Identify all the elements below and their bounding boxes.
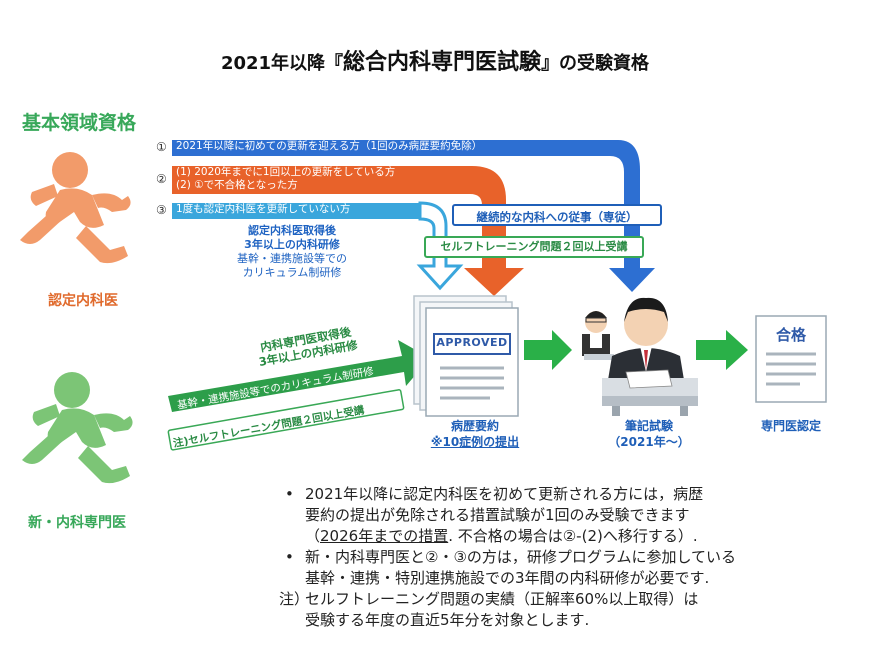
route2-bar: (1) 2020年までに1回以上の更新をしている方 (2) ①で不合格となった方 [172,166,472,194]
route3-number: ③ [156,203,167,217]
result-caption: 専門医認定 [760,419,821,433]
note-remark: 注） セルフトレーニング問題の実績（正解率60%以上取得）は 受験する年度の直近… [279,590,699,629]
route1-bar: 2021年以降に初めての更新を迎える方（1回のみ病歴要約免除） [172,140,618,156]
explanation-notes: • 2021年以降に認定内科医を初めて更新される方には，病歴 要約の提出が免除さ… [279,484,855,631]
arrow-to-result [696,330,748,370]
green-note-box [167,389,405,451]
route2-arrow [464,166,524,296]
exam-caption: 筆記試験 （2021年～） [608,419,690,449]
route3-bar: 1度も認定内科医を更新していない方 [172,203,420,219]
note-bullet-2: • 新・内科専門医と②・③の方は，研修プログラムに参加している 基幹・連携・特別… [285,548,736,587]
continuous-practice-box: 継続的な内科への従事（専従） [452,204,662,226]
page-title: 2021年以降『総合内科専門医試験』の受験資格 [220,50,650,75]
qualification-label: 基本領域資格 [22,112,137,134]
document-caption: 病歴要約 ※10症例の提出 [430,419,520,449]
document-stack-icon [413,295,519,417]
certificate-icon [755,315,827,403]
orange-runner-icon [20,152,131,264]
arrow-to-exam [524,330,572,370]
route1-number: ① [156,140,167,154]
approved-stamp: APPROVED [436,336,508,349]
green-route-arrow [168,340,430,412]
pass-stamp: 合格 [775,326,806,344]
route3-requirements: 認定内科医取得後 3年以上の内科研修 基幹・連携施設等での カリキュラム制研修 [237,224,347,279]
exam-taker-icon [582,297,698,416]
note-bullet-1: • 2021年以降に認定内科医を初めて更新される方には，病歴 要約の提出が免除さ… [285,485,704,545]
label-certified-internist: 認定内科医 [48,293,118,309]
green-runner-icon [22,372,133,484]
label-new-specialist: 新・内科専門医 [28,515,126,531]
self-training-box: セルフトレーニング問題２回以上受講 [424,236,644,258]
route2-number: ② [156,172,167,186]
